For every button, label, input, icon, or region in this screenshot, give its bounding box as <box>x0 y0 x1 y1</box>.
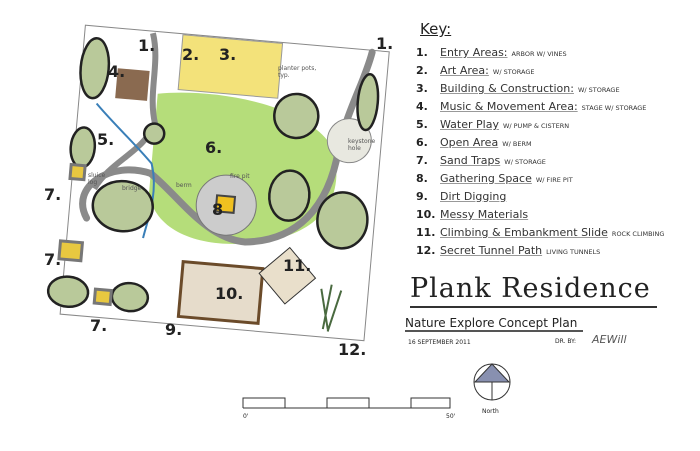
key-name: Entry Areas: <box>440 46 508 59</box>
label-music-4: 4. <box>108 62 126 81</box>
label-entry-1b: 1. <box>376 34 394 53</box>
label-gathering-8: 8 <box>212 200 224 219</box>
key-item: 10. Messy Materials <box>416 208 700 226</box>
climbing-area <box>258 246 317 305</box>
music-stage <box>115 68 150 101</box>
north-label: North <box>482 408 499 415</box>
note-bridge: bridge <box>122 185 142 192</box>
key-num: 8. <box>416 172 428 185</box>
key-name: Building & Construction: <box>440 82 574 95</box>
key-item: 8. Gathering Spacew/ fire pit <box>416 172 700 190</box>
key-note: rock climbing <box>611 230 665 238</box>
key-name: Gathering Space <box>440 172 532 185</box>
scale-start: 0' <box>243 413 249 420</box>
key-name: Sand Traps <box>440 154 501 167</box>
key-num: 12. <box>416 244 436 257</box>
label-open-6: 6. <box>205 138 223 157</box>
fire-pit <box>214 194 237 214</box>
key-list: 1. Entry Areas:Arbor w/ vines 2. Art Area:… <box>416 46 700 262</box>
key-name: Art Area: <box>440 64 489 77</box>
scale-bar <box>242 397 451 409</box>
key-item: 4. Music & Movement Area:stage w/ storage <box>416 100 700 118</box>
key-name: Climbing & Embankment Slide <box>440 226 608 239</box>
note-berm: berm <box>176 182 192 189</box>
label-sand-7b: 7. <box>44 250 62 269</box>
key-num: 10. <box>416 208 436 221</box>
key-item: 7. Sand Trapsw/ storage <box>416 154 700 172</box>
key-num: 4. <box>416 100 428 113</box>
key-note: w/ berm <box>502 140 532 148</box>
key-name: Open Area <box>440 136 499 149</box>
label-sand-7c: 7. <box>90 316 108 335</box>
key-name: Secret Tunnel Path <box>440 244 543 257</box>
key-num: 5. <box>416 118 428 131</box>
key-note: living tunnels <box>546 248 601 256</box>
site-plan <box>46 24 390 342</box>
note-planter: planter pots, typ. <box>278 65 317 79</box>
key-item: 9. Dirt Digging <box>416 190 700 208</box>
trees <box>46 37 380 313</box>
label-dirt-9: 9. <box>165 320 183 339</box>
key-note: Arbor w/ vines <box>511 50 567 58</box>
key-num: 7. <box>416 154 428 167</box>
key-item: 3. Building & Construction:w/ storage <box>416 82 700 100</box>
key-title: Key: <box>420 20 452 38</box>
key-item: 1. Entry Areas:Arbor w/ vines <box>416 46 700 64</box>
key-note: w/ storage <box>577 86 620 94</box>
drawn-by-label: DR. BY: <box>555 338 577 345</box>
key-name: Dirt Digging <box>440 190 507 203</box>
key-name: Water Play <box>440 118 499 131</box>
key-num: 11. <box>416 226 436 239</box>
label-sand-7a: 7. <box>44 185 62 204</box>
label-building-3: 3. <box>219 45 237 64</box>
key-item: 11. Climbing & Embankment Sliderock climb… <box>416 226 700 244</box>
note-keystone: keystone hole <box>348 138 376 152</box>
key-item: 2. Art Area:w/ storage <box>416 64 700 82</box>
label-water-5: 5. <box>97 130 115 149</box>
key-item: 12. Secret Tunnel Pathliving tunnels <box>416 244 700 262</box>
scale-end: 50' <box>446 413 456 420</box>
key-item: 6. Open Areaw/ berm <box>416 136 700 154</box>
key-num: 1. <box>416 46 428 59</box>
keystone-hole <box>326 118 372 164</box>
art-building-area <box>177 34 284 99</box>
key-note: w/ storage <box>504 158 546 166</box>
signature: AEWill <box>592 333 627 346</box>
label-art-2: 2. <box>182 45 200 64</box>
messy-materials-area <box>176 260 265 326</box>
key-item: 5. Water Playw/ pump & cistern <box>416 118 700 136</box>
note-firepit: fire pit <box>230 173 250 180</box>
key-num: 2. <box>416 64 428 77</box>
key-note: w/ storage <box>492 68 535 76</box>
project-subtitle: Nature Explore Concept Plan <box>405 316 584 332</box>
project-title: Plank Residence <box>410 272 657 308</box>
label-climbing-11: 11. <box>283 256 312 275</box>
key-note: w/ fire pit <box>535 176 573 184</box>
label-messy-10: 10. <box>215 284 244 303</box>
key-note: w/ pump & cistern <box>502 122 570 130</box>
note-sluice: sluice log <box>88 172 106 186</box>
sand-traps <box>57 162 113 307</box>
key-num: 6. <box>416 136 428 149</box>
north-arrow <box>473 363 511 401</box>
key-name: Messy Materials <box>440 208 529 221</box>
plan-date: 16 September 2011 <box>408 339 471 346</box>
tunnel-plants <box>320 284 343 332</box>
key-name: Music & Movement Area: <box>440 100 578 113</box>
key-num: 3. <box>416 82 428 95</box>
key-num: 9. <box>416 190 428 203</box>
label-tunnel-12: 12. <box>338 340 367 359</box>
label-entry-1: 1. <box>138 36 156 55</box>
key-note: stage w/ storage <box>581 104 647 112</box>
